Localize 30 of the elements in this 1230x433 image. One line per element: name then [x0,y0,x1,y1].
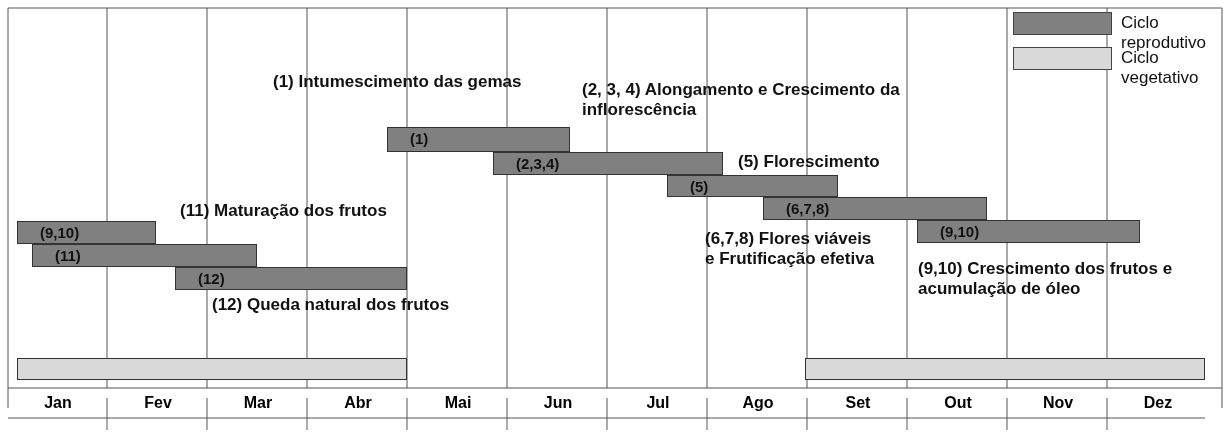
month-label: Jan [43,394,73,412]
phase-description: (1) Intumescimento das gemas [273,72,523,92]
phase-description: (9,10) Crescimento dos frutos e acumulação de óleo [918,259,1174,299]
phase-description: (5) Florescimento [738,152,881,172]
phase-description: (11) Maturação dos frutos [180,201,388,221]
phase-bar: (12) [175,267,407,290]
month-label: Dez [1142,394,1174,412]
phase-description: (12) Queda natural dos frutos [212,295,451,315]
month-label: Jun [542,394,574,412]
month-label: Mai [443,394,473,412]
month-label: Out [943,394,973,412]
month-label: Fev [143,394,173,412]
month-label: Mar [242,394,274,412]
month-label: Set [844,394,872,412]
legend-label: Ciclo reprodutivo [1121,13,1208,52]
month-label: Nov [1041,394,1075,412]
month-label: Ago [741,394,775,412]
phase-bar: (9,10) [917,220,1140,243]
phase-description: (6,7,8) Flores viáveis e Frutificação efetiva [705,229,876,269]
phase-bar: (5) [667,175,838,197]
cycle-bar [805,358,1205,380]
month-label: Jul [645,394,671,412]
phase-bar: (9,10) [17,221,156,244]
month-label: Abr [343,394,373,412]
phase-bar: (6,7,8) [763,197,987,220]
phase-bar: (1) [387,127,570,152]
cycle-bar [17,358,407,380]
phase-bar: (11) [32,244,257,267]
phase-description: (2, 3, 4) Alongamento e Crescimento da inflorescência [582,80,901,120]
phase-bar: (2,3,4) [493,152,723,175]
